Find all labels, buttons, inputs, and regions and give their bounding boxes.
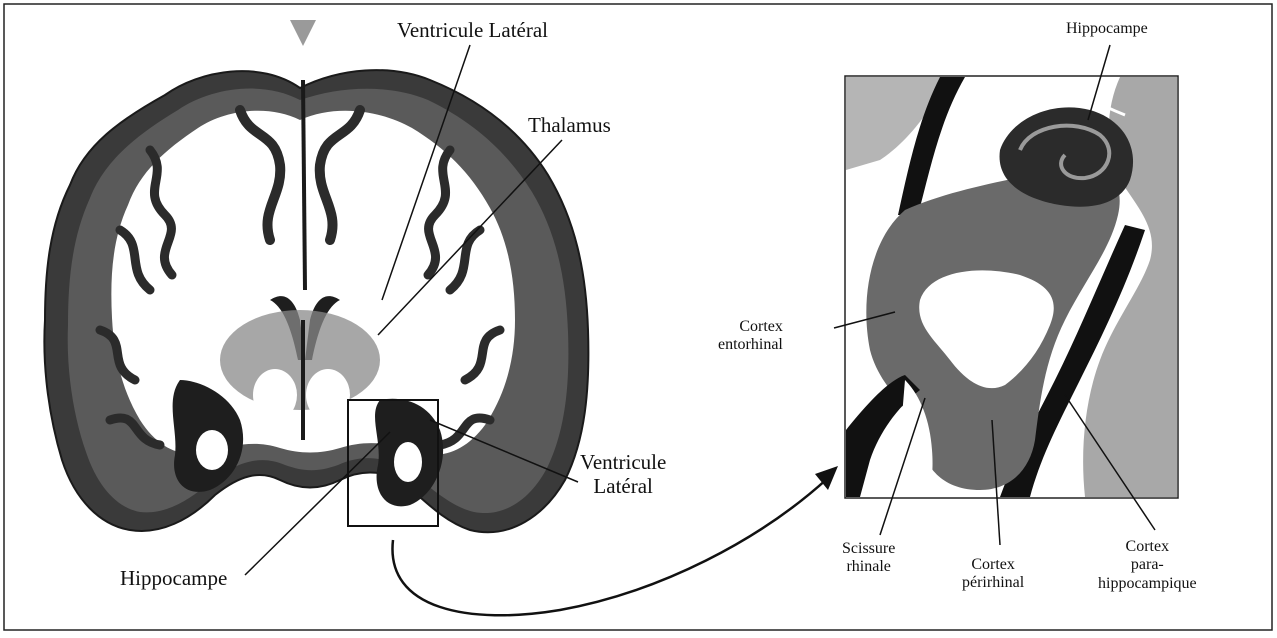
hippocampal-detail — [845, 76, 1178, 498]
label-ventricule-lateral-right: Ventricule Latéral — [580, 450, 666, 498]
left-temporal-white — [196, 430, 228, 470]
right-temporal-white — [394, 442, 422, 482]
longitudinal-fissure — [303, 80, 305, 290]
label-hippocampe-left: Hippocampe — [120, 566, 227, 590]
label-cortex-entorhinal: Cortex entorhinal — [718, 318, 783, 355]
thalamus-region — [220, 310, 380, 410]
top-marker-icon — [290, 20, 316, 46]
label-ventricule-lateral-top: Ventricule Latéral — [397, 18, 548, 42]
thalamus-highlight-right — [306, 369, 350, 421]
label-cortex-perirhinal: Cortex périrhinal — [962, 556, 1024, 593]
label-scissure-rhinale: Scissure rhinale — [842, 540, 895, 577]
label-hippocampe-detail: Hippocampe — [1066, 20, 1148, 38]
label-thalamus: Thalamus — [528, 113, 611, 137]
label-cortex-parahippocampique: Cortex para- hippocampique — [1098, 538, 1197, 593]
thalamus-highlight-left — [253, 369, 297, 421]
coronal-brain-section — [44, 70, 588, 532]
